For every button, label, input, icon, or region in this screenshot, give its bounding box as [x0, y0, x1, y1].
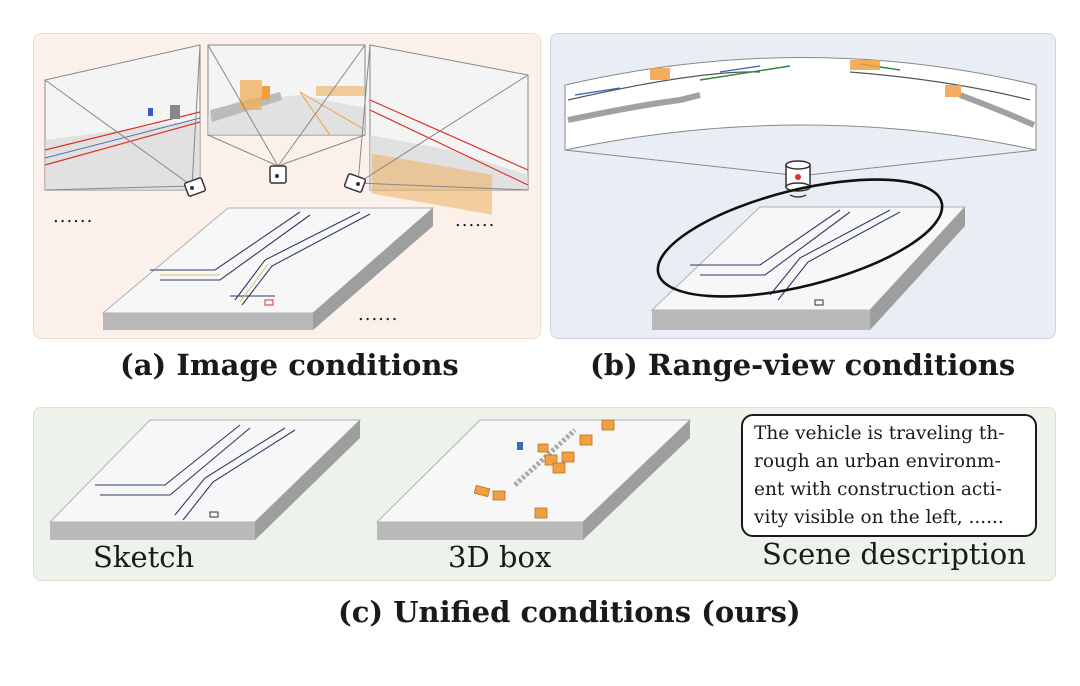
scene-description-label: Scene description: [762, 537, 1026, 571]
sketch-slab: [48, 419, 362, 540]
map-slab-a: [101, 207, 435, 330]
box-slab: [375, 419, 692, 540]
lidar-scan-ellipse: [656, 178, 944, 298]
ellipsis-left: ......: [53, 206, 94, 227]
box-label: 3D box: [448, 540, 552, 574]
caption-range-view-conditions: (b) Range-view conditions: [590, 348, 1016, 382]
camera-icon-center: [269, 165, 287, 184]
camera-frustum-center: [207, 44, 366, 167]
map-slab-b: [650, 206, 967, 330]
sketch-label: Sketch: [93, 540, 195, 574]
camera-icon-right: [343, 173, 367, 193]
scene-text-line: The vehicle is traveling th-: [754, 423, 1005, 444]
scene-description-box: The vehicle is traveling th- rough an ur…: [741, 414, 1037, 537]
caption-image-conditions: (a) Image conditions: [120, 348, 459, 382]
ellipsis-right: ......: [455, 210, 496, 231]
camera-frustum-right: [357, 44, 529, 215]
caption-unified-conditions: (c) Unified conditions (ours): [338, 595, 801, 629]
range-view-strip: [564, 57, 1037, 151]
camera-icon-left: [183, 177, 207, 197]
scene-text-line: vity visible on the left, ......: [754, 507, 1004, 528]
scene-text-line: ent with construction acti-: [754, 479, 1002, 500]
ellipsis-bottom: ......: [358, 304, 399, 325]
scene-text-line: rough an urban environm-: [754, 451, 1001, 472]
projection-lines: [564, 149, 1037, 176]
camera-frustum-left: [44, 44, 201, 191]
